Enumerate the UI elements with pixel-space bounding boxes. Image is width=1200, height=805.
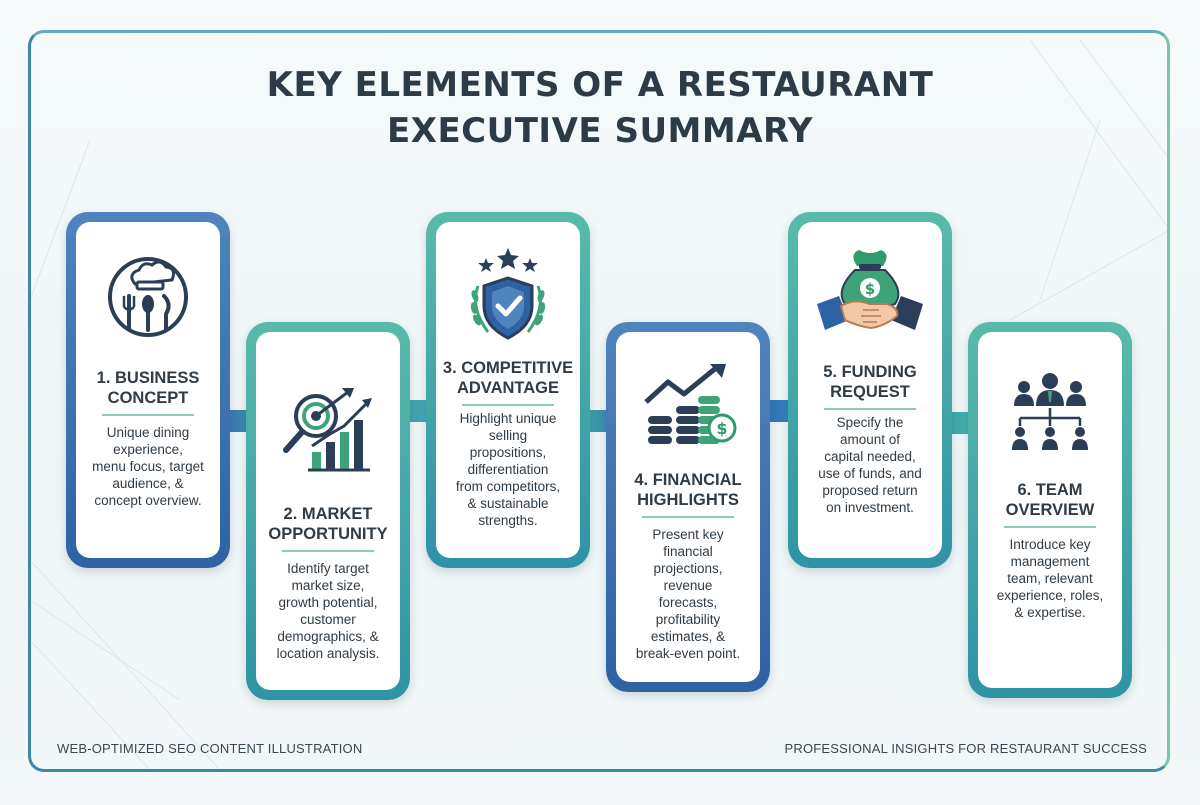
card-title-line: 1. BUSINESS bbox=[96, 369, 200, 387]
card-competitive-advantage: 3. COMPETITIVE ADVANTAGE Highlight uniqu… bbox=[426, 212, 590, 568]
outer-frame bbox=[28, 30, 1170, 772]
card-text-line: use of funds, and bbox=[818, 466, 922, 481]
card-divider bbox=[1004, 526, 1096, 528]
card-text-line: team, relevant bbox=[1007, 571, 1093, 586]
svg-text:$: $ bbox=[865, 280, 875, 298]
card-title: 6. TEAM OVERVIEW bbox=[982, 480, 1118, 520]
card-text-line: revenue bbox=[663, 578, 713, 593]
card-text-line: break-even point. bbox=[635, 646, 741, 661]
card-title-line: 6. TEAM bbox=[1017, 481, 1083, 499]
card-text-line: concept overview. bbox=[94, 493, 202, 508]
card-inner: 6. TEAM OVERVIEW Introduce key managemen… bbox=[978, 332, 1122, 688]
card-text-line: differentiation bbox=[467, 462, 549, 477]
card-text-line: experience, bbox=[113, 442, 183, 457]
card-inner: 3. COMPETITIVE ADVANTAGE Highlight uniqu… bbox=[436, 222, 580, 558]
chef-hat-cutlery-icon bbox=[76, 252, 220, 342]
card-text-line: on investment. bbox=[826, 500, 914, 515]
card-title-line: 3. COMPETITIVE bbox=[442, 359, 574, 377]
card-text-line: propositions, bbox=[469, 445, 547, 460]
card-inner: $ 5. FUNDING REQUEST Specify the amount … bbox=[798, 222, 942, 558]
card-title-line: OPPORTUNITY bbox=[268, 525, 388, 543]
card-text-line: Unique dining bbox=[106, 425, 190, 440]
title-line-2: EXECUTIVE SUMMARY bbox=[387, 111, 813, 151]
card-title: 5. FUNDING REQUEST bbox=[802, 362, 938, 402]
card-description: Present key financial projections, reven… bbox=[622, 526, 754, 662]
card-text-line: market size, bbox=[291, 578, 365, 593]
card-text-line: Specify the bbox=[836, 415, 904, 430]
card-description: Highlight unique selling propositions, d… bbox=[442, 410, 574, 529]
card-market-opportunity: 2. MARKET OPPORTUNITY Identify target ma… bbox=[246, 322, 410, 700]
title-line-1: KEY ELEMENTS OF A RESTAURANT bbox=[266, 65, 934, 105]
card-text-line: proposed return bbox=[822, 483, 918, 498]
card-title-line: REQUEST bbox=[830, 383, 910, 401]
card-text-line: customer bbox=[300, 612, 356, 627]
footer-left-caption: WEB-OPTIMIZED SEO CONTENT ILLUSTRATION bbox=[57, 741, 363, 756]
page-title: KEY ELEMENTS OF A RESTAURANT EXECUTIVE S… bbox=[0, 62, 1200, 154]
card-title-line: 2. MARKET bbox=[283, 505, 373, 523]
card-funding-request: $ 5. FUNDING REQUEST Specify the amount … bbox=[788, 212, 952, 568]
card-text-line: Present key bbox=[652, 527, 724, 542]
card-text-line: strengths. bbox=[478, 513, 538, 528]
card-divider bbox=[282, 550, 374, 552]
card-title-line: CONCEPT bbox=[107, 389, 189, 407]
card-text-line: capital needed, bbox=[824, 449, 916, 464]
card-title: 1. BUSINESS CONCEPT bbox=[80, 368, 216, 408]
card-business-concept: 1. BUSINESS CONCEPT Unique dining experi… bbox=[66, 212, 230, 568]
card-divider bbox=[824, 408, 916, 410]
card-description: Unique dining experience, menu focus, ta… bbox=[82, 424, 214, 509]
svg-text:$: $ bbox=[716, 419, 727, 438]
team-org-chart-icon bbox=[978, 372, 1122, 456]
card-text-line: & sustainable bbox=[467, 496, 549, 511]
target-growth-chart-icon bbox=[256, 386, 400, 476]
card-title: 4. FINANCIAL HIGHLIGHTS bbox=[620, 470, 756, 510]
card-financial-highlights: $ 4. FINANCIAL HIGHLIGHTS Present key fi… bbox=[606, 322, 770, 692]
card-text-line: menu focus, target bbox=[92, 459, 204, 474]
card-text-line: from competitors, bbox=[455, 479, 561, 494]
card-title-line: 5. FUNDING bbox=[823, 363, 917, 381]
card-text-line: Introduce key bbox=[1009, 537, 1091, 552]
card-title-line: HIGHLIGHTS bbox=[637, 491, 739, 509]
card-text-line: Identify target bbox=[287, 561, 369, 576]
footer-right-caption: PROFESSIONAL INSIGHTS FOR RESTAURANT SUC… bbox=[784, 741, 1147, 756]
card-inner: 1. BUSINESS CONCEPT Unique dining experi… bbox=[76, 222, 220, 558]
card-divider bbox=[462, 404, 554, 406]
card-text-line: profitability bbox=[655, 612, 721, 627]
card-inner: $ 4. FINANCIAL HIGHLIGHTS Present key fi… bbox=[616, 332, 760, 682]
card-text-line: & expertise. bbox=[1014, 605, 1086, 620]
card-title-line: ADVANTAGE bbox=[456, 379, 560, 397]
card-text-line: forecasts, bbox=[658, 595, 718, 610]
card-text-line: audience, & bbox=[112, 476, 184, 491]
card-title-line: OVERVIEW bbox=[1005, 501, 1095, 519]
card-description: Introduce key management team, relevant … bbox=[984, 536, 1116, 621]
card-text-line: growth potential, bbox=[278, 595, 378, 610]
card-title-line: 4. FINANCIAL bbox=[634, 471, 742, 489]
coins-growth-arrow-icon: $ bbox=[616, 362, 760, 452]
card-text-line: selling bbox=[488, 428, 528, 443]
shield-laurel-stars-icon bbox=[436, 246, 580, 346]
card-text-line: location analysis. bbox=[276, 646, 380, 661]
card-text-line: projections, bbox=[653, 561, 723, 576]
card-text-line: financial bbox=[663, 544, 713, 559]
card-divider bbox=[102, 414, 194, 416]
card-title: 3. COMPETITIVE ADVANTAGE bbox=[440, 358, 576, 398]
card-title: 2. MARKET OPPORTUNITY bbox=[260, 504, 396, 544]
card-divider bbox=[642, 516, 734, 518]
card-inner: 2. MARKET OPPORTUNITY Identify target ma… bbox=[256, 332, 400, 690]
card-text-line: management bbox=[1010, 554, 1090, 569]
card-text-line: demographics, & bbox=[277, 629, 379, 644]
card-team-overview: 6. TEAM OVERVIEW Introduce key managemen… bbox=[968, 322, 1132, 698]
card-description: Specify the amount of capital needed, us… bbox=[804, 414, 936, 516]
card-text-line: amount of bbox=[839, 432, 901, 447]
card-description: Identify target market size, growth pote… bbox=[262, 560, 394, 662]
card-text-line: estimates, & bbox=[650, 629, 726, 644]
card-text-line: experience, roles, bbox=[996, 588, 1104, 603]
handshake-money-bag-icon: $ bbox=[798, 246, 942, 342]
card-text-line: Highlight unique bbox=[459, 411, 557, 426]
